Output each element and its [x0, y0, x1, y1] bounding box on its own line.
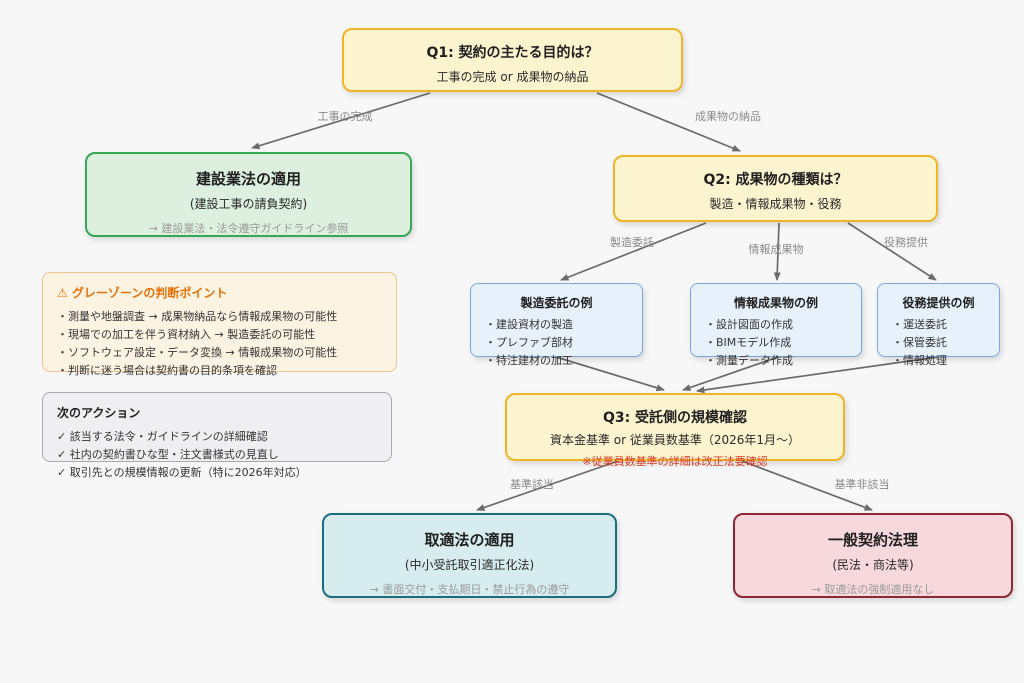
panel-gray-zone: ⚠ グレーゾーンの判断ポイント ・測量や地盤調査 → 成果物納品なら情報成果物の… [42, 272, 397, 377]
edge-label-info-product: 情報成果物 [748, 243, 804, 256]
list-item: ・判断に迷う場合は契約書の目的条項を確認 [57, 364, 277, 378]
edge-label-meets-criteria: 基準該当 [510, 478, 554, 491]
node-q1-title: Q1: 契約の主たる目的は？ [426, 45, 599, 61]
edge-label-construction-complete: 工事の完成 [317, 110, 373, 123]
panel-next-actions: 次のアクション ✓ 該当する法令・ガイドラインの詳細確認 ✓ 社内の契約書ひな型… [42, 392, 392, 479]
node-q3-subtitle: 資本金基準 or 従業員数基準（2026年1月～） [549, 433, 801, 447]
node-manufacturing-examples: 製造委託の例 ・建設資材の製造 ・プレファブ部材 ・特注建材の加工 [470, 283, 643, 367]
node-q1-subtitle: 工事の完成 or 成果物の納品 [436, 70, 589, 84]
list-item: ・測量データ作成 [705, 353, 793, 367]
node-construction-law-title: 建設業法の適用 [195, 170, 301, 188]
node-general-contract-note: → 取適法の強制適用なし [811, 583, 935, 596]
info-product-examples-list: ・設計図面の作成 ・BIMモデル作成 ・測量データ作成 [701, 316, 851, 369]
node-manufacturing-examples-title: 製造委託の例 [520, 296, 593, 310]
node-q2-subtitle: 製造・情報成果物・役務 [709, 197, 842, 211]
list-item: ・保管委託 [892, 335, 947, 349]
next-actions-list: ✓ 該当する法令・ガイドラインの詳細確認 ✓ 社内の契約書ひな型・注文書様式の見… [57, 428, 377, 482]
edge-label-service: 役務提供 [884, 236, 928, 249]
list-item: ✓ 取引先との規模情報の更新（特に2026年対応） [57, 466, 307, 480]
edge-q2-service [847, 222, 937, 281]
node-construction-law-note: → 建設業法・法令遵守ガイドライン参照 [148, 222, 349, 235]
list-item: ✓ 社内の契約書ひな型・注文書様式の見直し [57, 448, 279, 462]
node-torikiteki-law-note: → 書面交付・支払期日・禁止行為の遵守 [369, 583, 570, 596]
node-construction-law-subtitle: (建設工事の請負契約) [189, 197, 308, 211]
list-item: ・測量や地盤調査 → 成果物納品なら情報成果物の可能性 [57, 310, 338, 323]
node-torikiteki-law-title: 取適法の適用 [424, 531, 515, 549]
edge-label-not-meets-criteria: 基準非該当 [834, 478, 890, 491]
edge-label-deliverable-delivery: 成果物の納品 [695, 110, 761, 123]
edge-q2-manufacturing [560, 222, 707, 281]
list-item: ・特注建材の加工 [485, 353, 573, 367]
node-q2-title: Q2: 成果物の種類は？ [703, 172, 848, 188]
list-item: ・運送委託 [892, 318, 947, 331]
panel-next-actions-title: 次のアクション [57, 406, 141, 420]
node-q3-red-note: ※従業員数基準の詳細は改正法要確認 [582, 455, 768, 468]
panel-gray-zone-title: ⚠ グレーゾーンの判断ポイント [57, 286, 228, 300]
node-q2: Q2: 成果物の種類は？ 製造・情報成果物・役務 [613, 155, 938, 222]
list-item: ・現場での加工を伴う資材納入 → 製造委託の可能性 [57, 328, 316, 342]
node-torikiteki-law-subtitle: (中小受託取引適正化法) [404, 558, 535, 572]
node-construction-law: 建設業法の適用 (建設工事の請負契約) → 建設業法・法令遵守ガイドライン参照 [85, 152, 412, 237]
list-item: ・BIMモデル作成 [705, 335, 792, 349]
node-general-contract: 一般契約法理 (民法・商法等) → 取適法の強制適用なし [733, 513, 1013, 598]
list-item: ✓ 該当する法令・ガイドラインの詳細確認 [57, 430, 268, 443]
node-q1: Q1: 契約の主たる目的は？ 工事の完成 or 成果物の納品 [342, 28, 683, 92]
node-general-contract-title: 一般契約法理 [827, 531, 918, 549]
list-item: ・プレファブ部材 [485, 335, 573, 349]
node-q3-title: Q3: 受託側の規模確認 [602, 410, 748, 426]
edge-label-manufacturing: 製造委託 [610, 236, 654, 249]
service-examples-list: ・運送委託 ・保管委託 ・情報処理 [888, 316, 989, 369]
node-info-product-examples: 情報成果物の例 ・設計図面の作成 ・BIMモデル作成 ・測量データ作成 [690, 283, 862, 367]
list-item: ・ソフトウェア設定・データ変換 → 情報成果物の可能性 [57, 346, 338, 360]
list-item: ・情報処理 [892, 353, 947, 367]
node-general-contract-subtitle: (民法・商法等) [832, 558, 914, 572]
list-item: ・設計図面の作成 [705, 318, 793, 331]
node-info-product-examples-title: 情報成果物の例 [733, 296, 818, 310]
manufacturing-examples-list: ・建設資材の製造 ・プレファブ部材 ・特注建材の加工 [481, 316, 632, 369]
node-torikiteki-law: 取適法の適用 (中小受託取引適正化法) → 書面交付・支払期日・禁止行為の遵守 [322, 513, 617, 598]
gray-zone-list: ・測量や地盤調査 → 成果物納品なら情報成果物の可能性 ・現場での加工を伴う資材… [57, 308, 382, 381]
node-service-examples: 役務提供の例 ・運送委託 ・保管委託 ・情報処理 [877, 283, 1000, 367]
node-q3: Q3: 受託側の規模確認 資本金基準 or 従業員数基準（2026年1月～） ※… [505, 393, 845, 468]
node-service-examples-title: 役務提供の例 [902, 296, 975, 310]
list-item: ・建設資材の製造 [485, 318, 573, 331]
